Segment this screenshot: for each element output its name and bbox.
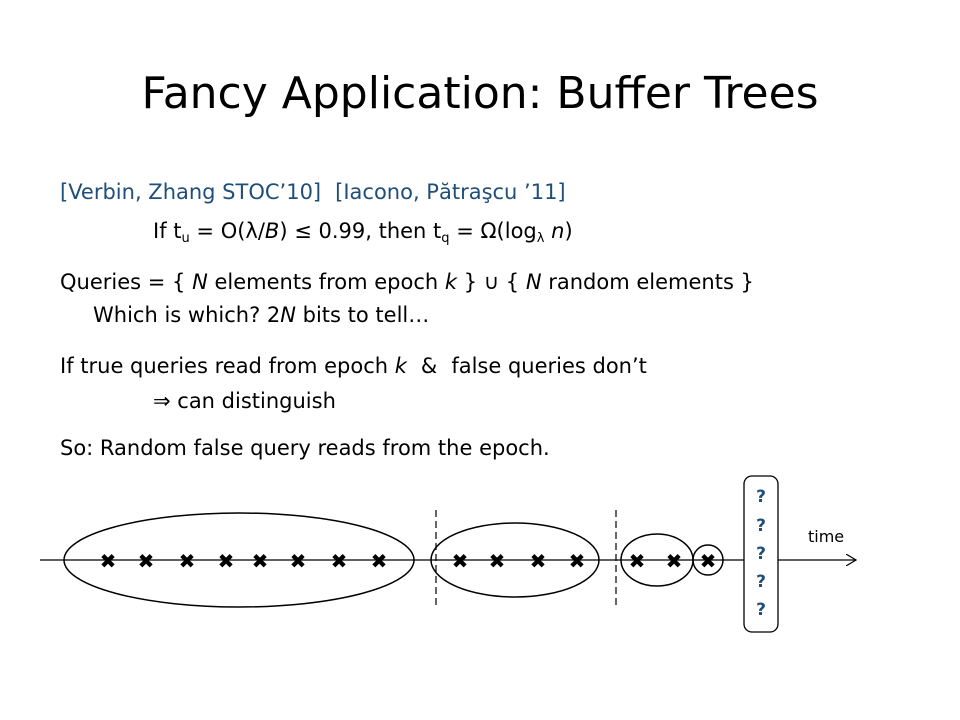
element-marker-13: ✖ — [629, 549, 646, 573]
subscript-u: u — [181, 231, 190, 246]
which-pre: Which is which? 2 — [93, 303, 281, 327]
subscript-q: q — [441, 231, 450, 246]
queries-N1: N — [192, 270, 208, 294]
element-marker-4: ✖ — [218, 549, 235, 573]
query-mark-1: ? — [756, 487, 766, 507]
distinguish-line: ⇒ can distinguish — [153, 389, 336, 413]
element-marker-1: ✖ — [100, 549, 117, 573]
element-marker-12: ✖ — [569, 549, 586, 573]
element-marker-9: ✖ — [452, 549, 469, 573]
element-marker-11: ✖ — [530, 549, 547, 573]
subscript-lambda: λ — [536, 231, 545, 246]
iftrue-line: If true queries read from epoch k&false … — [60, 351, 647, 381]
slide-title: Fancy Application: Buffer Trees — [141, 68, 819, 119]
queries-mid2: } ∪ { — [457, 270, 526, 294]
query-mark-3: ? — [756, 544, 766, 564]
epoch-ellipse-1 — [63, 512, 415, 608]
query-mark-2: ? — [756, 516, 766, 536]
condition-mid2: ) ≤ 0.99, then t — [279, 219, 442, 243]
which-post: bits to tell… — [295, 303, 430, 327]
citation-iacono-patrascu: [Iacono, Pătraşcu ’11] — [335, 180, 566, 204]
condition-if-t: If t — [153, 219, 182, 243]
citation-line: [Verbin, Zhang STOC’10] [Iacono, Pătraşcu… — [60, 177, 566, 207]
epoch-circle-4 — [692, 544, 724, 576]
queries-post: random elements } — [541, 270, 754, 294]
which-line: Which is which? 2N bits to tell… — [93, 300, 429, 330]
element-marker-2: ✖ — [138, 549, 155, 573]
condition-close: ) — [564, 219, 573, 243]
queries-pre: Queries = { — [60, 270, 193, 294]
epoch-ellipse-2 — [430, 522, 600, 598]
element-marker-3: ✖ — [179, 549, 196, 573]
query-mark-5: ? — [756, 600, 766, 620]
queries-line: Queries = { N elements from epoch k } ∪ … — [60, 267, 754, 297]
iftrue-amp: & — [420, 354, 438, 378]
condition-n: n — [551, 219, 565, 243]
citation-verbin-zhang: [Verbin, Zhang STOC’10] — [60, 180, 322, 204]
element-marker-10: ✖ — [489, 549, 506, 573]
conclusion-line: So: Random false query reads from the ep… — [60, 436, 550, 460]
element-markers: ✖ ✖ ✖ ✖ ✖ ✖ ✖ ✖ ✖ ✖ ✖ ✖ ✖ ✖ ✖ — [100, 549, 717, 573]
condition-mid1: = O(λ/ — [189, 219, 265, 243]
element-marker-15: ✖ — [700, 549, 717, 573]
element-marker-6: ✖ — [290, 549, 307, 573]
condition-B: B — [264, 219, 280, 243]
query-mark-4: ? — [756, 572, 766, 592]
iftrue-pre: If true queries read from epoch — [60, 354, 395, 378]
condition-mid3: = Ω(log — [449, 219, 537, 243]
element-marker-5: ✖ — [252, 549, 269, 573]
element-marker-7: ✖ — [331, 549, 348, 573]
query-box — [743, 475, 779, 633]
element-marker-14: ✖ — [666, 549, 683, 573]
element-marker-8: ✖ — [371, 549, 388, 573]
condition-line: If tu = O(λ/B) ≤ 0.99, then tq = Ω(logλ … — [153, 216, 573, 254]
which-N: N — [280, 303, 296, 327]
iftrue-post: false queries don’t — [451, 354, 647, 378]
iftrue-k: k — [394, 354, 407, 378]
epoch-timeline-diagram: time ✖ ✖ ✖ ✖ ✖ ✖ ✖ ✖ ✖ ✖ ✖ ✖ ✖ ✖ ✖ ? ? ?… — [40, 475, 960, 633]
query-marks: ? ? ? ? ? — [756, 487, 766, 620]
queries-mid1: elements from epoch — [207, 270, 445, 294]
queries-N2: N — [525, 270, 542, 294]
queries-k: k — [444, 270, 458, 294]
time-label: time — [808, 527, 844, 546]
